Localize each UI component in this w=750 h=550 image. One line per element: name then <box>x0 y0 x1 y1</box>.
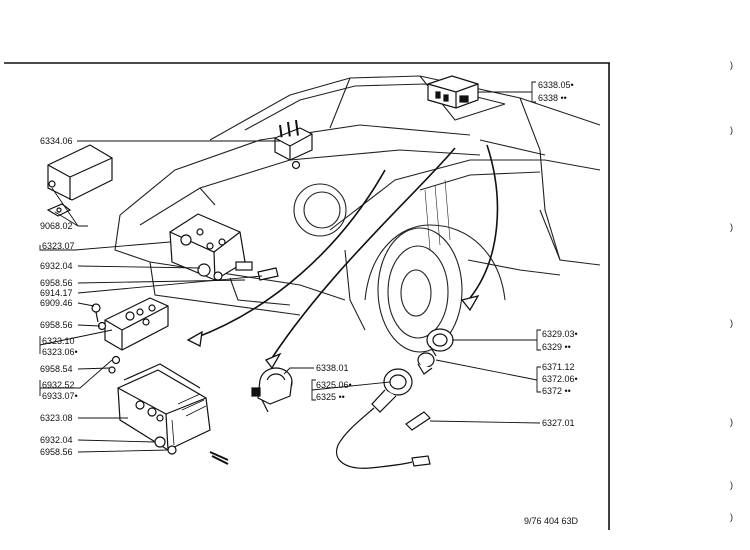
margin-mark: ) <box>730 417 733 427</box>
cap-part-6327-01[interactable] <box>405 411 431 431</box>
margin-marks: ) ) ) ) ) ) ) <box>730 60 733 522</box>
footer-reference: 9/76 404 63D <box>524 516 579 526</box>
label-6932-04[interactable]: 6932.04 <box>40 435 73 445</box>
label-6909-46[interactable]: 6909.46 <box>40 298 73 308</box>
regulator-part-6323-08[interactable] <box>117 363 229 465</box>
regulator-part-6323-07[interactable] <box>169 213 279 281</box>
label-6329[interactable]: 6329 •• <box>542 342 571 352</box>
label-6323-10[interactable]: 6323.10 <box>42 336 75 346</box>
label-6325[interactable]: 6325 •• <box>316 392 345 402</box>
label-6323-08[interactable]: 6323.08 <box>40 413 73 423</box>
label-6338-01[interactable]: 6338.01 <box>316 363 349 373</box>
relay-part-6338[interactable] <box>427 75 479 109</box>
margin-mark: ) <box>730 125 733 135</box>
label-6958-56[interactable]: 6958.56 <box>40 320 73 330</box>
margin-mark: ) <box>730 222 733 232</box>
arrow-to-regulator <box>194 169 386 339</box>
connector-part-6334-06[interactable] <box>274 119 313 170</box>
label-6334-06[interactable]: 6334.06 <box>40 136 73 146</box>
label-6958-56[interactable]: 6958.56 <box>40 278 73 288</box>
lamp-socket-part-6338-01[interactable] <box>251 367 293 413</box>
car-body-outline <box>114 75 601 353</box>
leader-lines <box>39 81 541 453</box>
label-6914-17[interactable]: 6914.17 <box>40 288 73 298</box>
label-6338[interactable]: 6338 •• <box>538 93 567 103</box>
label-6933-07[interactable]: 6933.07• <box>42 391 78 401</box>
label-6327-01[interactable]: 6327.01 <box>542 418 575 428</box>
label-6372-06[interactable]: 6372.06• <box>542 374 578 384</box>
label-6372[interactable]: 6372 •• <box>542 386 571 396</box>
label-6323-06[interactable]: 6323.06• <box>42 347 78 357</box>
label-6932-04[interactable]: 6932.04 <box>40 261 73 271</box>
label-6958-56[interactable]: 6958.56 <box>40 447 73 457</box>
regulator-part-6323-10[interactable] <box>91 297 169 374</box>
label-6932-52[interactable]: 6932.52 <box>42 380 75 390</box>
cover-box-part-9068[interactable] <box>46 144 113 217</box>
part-labels: 6338.05• 6338 •• 6334.06 9068.02 6323.07… <box>40 80 578 457</box>
label-6338-05[interactable]: 6338.05• <box>538 80 574 90</box>
label-6329-03[interactable]: 6329.03• <box>542 329 578 339</box>
label-6323-07[interactable]: 6323.07 <box>42 241 75 251</box>
margin-mark: ) <box>730 60 733 70</box>
label-9068-02[interactable]: 9068.02 <box>40 221 73 231</box>
label-6325-06[interactable]: 6325.06• <box>316 380 352 390</box>
switch-part-6325-06[interactable] <box>336 368 431 469</box>
margin-mark: ) <box>730 512 733 522</box>
label-6371-12[interactable]: 6371.12 <box>542 362 575 372</box>
margin-mark: ) <box>730 480 733 490</box>
arrow-to-lamp <box>271 147 456 359</box>
margin-mark: ) <box>730 318 733 328</box>
arrow-to-switch <box>469 144 499 299</box>
label-6958-54[interactable]: 6958.54 <box>40 364 73 374</box>
switch-part-6329-03[interactable] <box>417 328 454 375</box>
assembly-arrows <box>186 144 499 370</box>
